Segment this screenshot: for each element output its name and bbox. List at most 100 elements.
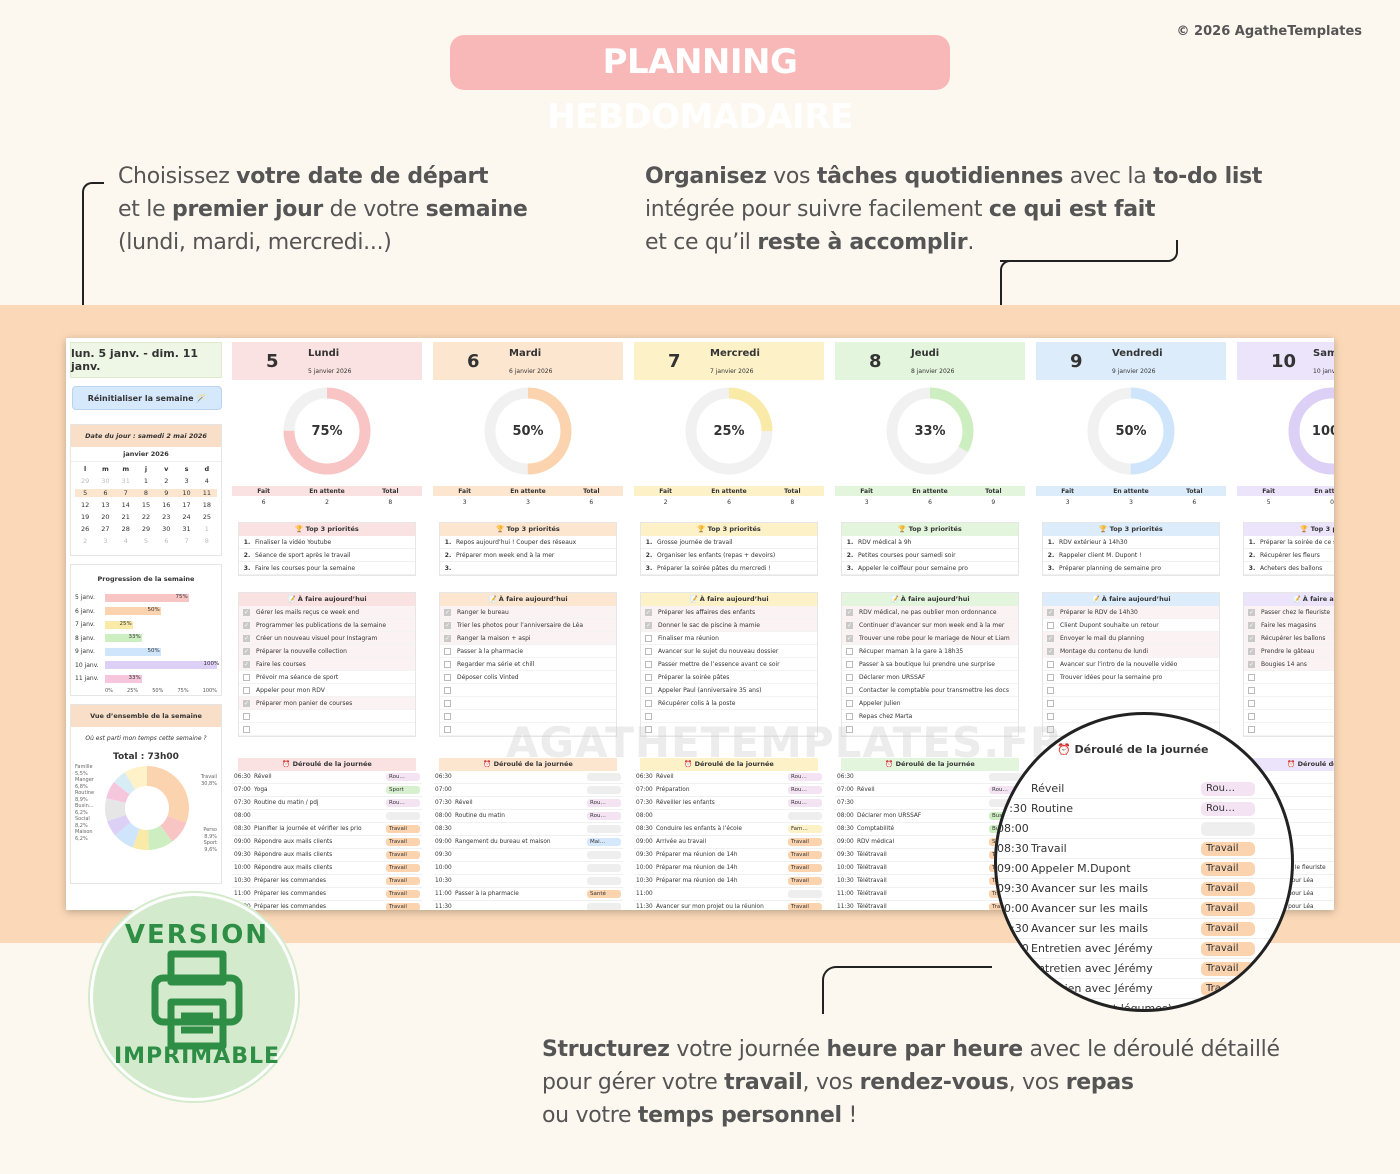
schedule-activity[interactable]: Préparer les commandes <box>254 877 327 884</box>
todo-item[interactable] <box>1244 684 1334 697</box>
zoom-activity[interactable]: Travail <box>1031 842 1067 855</box>
schedule-row[interactable]: 07:00 <box>433 784 623 797</box>
todo-checkbox[interactable]: ✓ <box>1248 621 1255 629</box>
schedule-activity[interactable]: Répondre aux mails clients <box>254 851 333 858</box>
zoom-category[interactable]: Travail <box>1201 941 1255 956</box>
schedule-category[interactable]: Travail <box>788 877 822 885</box>
zoom-activity[interactable]: Entretien avec Jérémy <box>1031 962 1153 975</box>
zoom-activity[interactable]: Avancer sur les mails <box>1031 882 1149 895</box>
todo-checkbox[interactable] <box>444 647 451 655</box>
todo-checkbox[interactable]: ✓ <box>846 634 853 642</box>
zoom-activity[interactable]: Appeler M.Dupont <box>1031 862 1131 875</box>
calendar-day[interactable]: 14 <box>121 501 130 509</box>
todo-checkbox[interactable] <box>645 699 652 707</box>
schedule-category[interactable] <box>788 812 822 820</box>
schedule-category[interactable] <box>587 773 621 781</box>
schedule-activity[interactable]: Planifier la journée et vérifier les pri… <box>254 825 362 832</box>
todo-item[interactable] <box>1244 671 1334 684</box>
schedule-row[interactable]: 08:30 <box>433 823 623 836</box>
todo-checkbox[interactable] <box>1047 725 1054 733</box>
schedule-category[interactable]: Travail <box>386 890 420 898</box>
priority-row[interactable]: 3. <box>440 562 616 575</box>
calendar-day[interactable]: 19 <box>81 513 90 521</box>
todo-checkbox[interactable] <box>1248 673 1255 681</box>
todo-item[interactable]: ✓Prendre le gâteau <box>1244 645 1334 658</box>
calendar-day[interactable]: 16 <box>162 501 171 509</box>
todo-checkbox[interactable] <box>846 660 853 668</box>
calendar-day[interactable]: 18 <box>202 501 211 509</box>
priority-row[interactable]: 1.Repos aujourd’hui ! Couper des réseaux <box>440 536 616 549</box>
schedule-category[interactable] <box>587 877 621 885</box>
todo-item[interactable] <box>1244 710 1334 723</box>
todo-item[interactable]: ✓Récupérer les ballons <box>1244 632 1334 645</box>
todo-checkbox[interactable] <box>846 699 853 707</box>
schedule-row[interactable]: 09:30 <box>433 849 623 862</box>
zoom-schedule-row[interactable]: 08:00 <box>997 819 1291 839</box>
calendar-day[interactable]: 23 <box>162 513 171 521</box>
todo-checkbox[interactable] <box>645 660 652 668</box>
schedule-row[interactable]: 10:00 <box>433 862 623 875</box>
todo-item[interactable]: ✓Donner le sac de piscine à mamie <box>641 619 817 632</box>
calendar-month[interactable]: janvier 2026 <box>71 447 221 462</box>
schedule-activity[interactable]: Arrivée au travail <box>656 838 707 845</box>
todo-checkbox[interactable] <box>1248 725 1255 733</box>
todo-checkbox[interactable]: ✓ <box>444 608 451 616</box>
schedule-category[interactable]: Rou… <box>587 812 621 820</box>
todo-checkbox[interactable] <box>444 699 451 707</box>
todo-checkbox[interactable]: ✓ <box>243 699 250 707</box>
calendar-day[interactable]: 13 <box>101 501 110 509</box>
todo-item[interactable]: Appeler pour mon RDV <box>239 684 415 697</box>
todo-item[interactable]: Avancer sur le sujet du nouveau dossier <box>641 645 817 658</box>
zoom-category[interactable]: Travail <box>1201 921 1255 936</box>
todo-item[interactable]: Récupérer colis à la poste <box>641 697 817 710</box>
todo-checkbox[interactable] <box>645 712 652 720</box>
todo-checkbox[interactable] <box>1047 686 1054 694</box>
todo-item[interactable]: ✓Faire les courses <box>239 658 415 671</box>
schedule-activity[interactable]: Réveil <box>254 773 272 780</box>
schedule-category[interactable] <box>386 812 420 820</box>
todo-item[interactable]: Récuper maman à la gare à 18h35 <box>842 645 1018 658</box>
schedule-activity[interactable]: Routine du matin / pdj <box>254 799 319 806</box>
schedule-category[interactable] <box>788 890 822 898</box>
priority-row[interactable]: 3.Acheters des ballons <box>1244 562 1334 575</box>
todo-item[interactable]: Client Dupont souhaite un retour <box>1043 619 1219 632</box>
todo-item[interactable]: Contacter le comptable pour transmettre … <box>842 684 1018 697</box>
schedule-activity[interactable]: Routine du matin <box>455 812 505 819</box>
todo-checkbox[interactable]: ✓ <box>243 647 250 655</box>
zoom-category[interactable]: Rou… <box>1201 781 1255 796</box>
schedule-activity[interactable]: Préparation <box>656 786 690 793</box>
todo-checkbox[interactable]: ✓ <box>444 621 451 629</box>
priority-row[interactable]: 2.Organiser les enfants (repas + devoirs… <box>641 549 817 562</box>
schedule-category[interactable] <box>587 786 621 794</box>
calendar-day[interactable]: 3 <box>103 537 108 545</box>
calendar-day[interactable]: 9 <box>156 489 177 497</box>
calendar-day[interactable]: 6 <box>95 489 116 497</box>
calendar-day[interactable]: 4 <box>204 477 209 485</box>
calendar-day[interactable]: 5 <box>143 537 149 545</box>
calendar-day[interactable]: 8 <box>204 537 209 545</box>
zoom-category[interactable] <box>1201 821 1255 836</box>
priority-row[interactable]: 2.Séance de sport après le travail <box>239 549 415 562</box>
schedule-activity[interactable]: RDV médical <box>857 838 895 845</box>
calendar-day[interactable]: 28 <box>121 525 130 533</box>
todo-item[interactable] <box>641 710 817 723</box>
todo-item[interactable] <box>1244 723 1334 736</box>
calendar-day[interactable]: 31 <box>121 477 130 485</box>
todo-checkbox[interactable] <box>645 634 652 642</box>
zoom-category[interactable]: Rou… <box>1201 801 1255 816</box>
todo-item[interactable]: ✓Envoyer le mail du planning <box>1043 632 1219 645</box>
todo-item[interactable] <box>440 697 616 710</box>
